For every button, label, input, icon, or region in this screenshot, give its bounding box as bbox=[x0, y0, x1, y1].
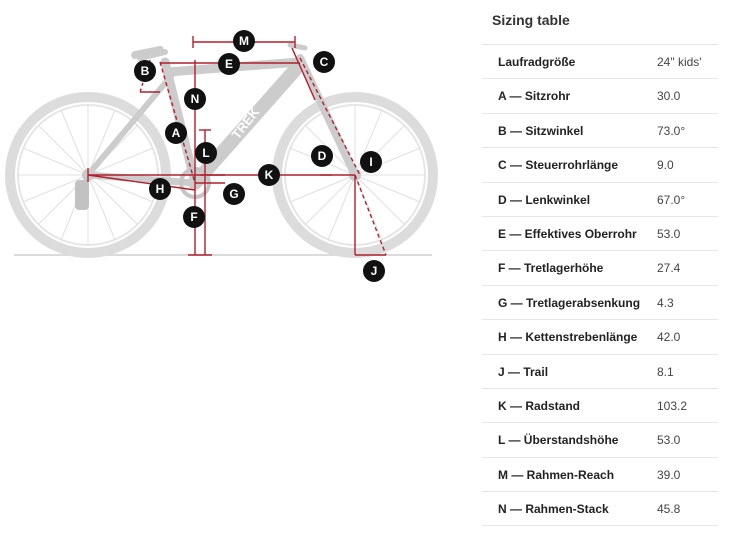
row-value: 9.0 bbox=[657, 158, 674, 173]
marker-A: A bbox=[165, 122, 187, 144]
row-value: 4.3 bbox=[657, 295, 674, 310]
sizing-table: Laufradgröße 24" kids' A — Sitzrohr 30.0 B… bbox=[482, 44, 718, 527]
row-value: 53.0 bbox=[657, 433, 681, 448]
table-row: C — Steuerrohrlänge 9.0 bbox=[482, 148, 718, 183]
svg-text:E: E bbox=[225, 57, 233, 71]
svg-text:L: L bbox=[202, 146, 209, 160]
marker-K: K bbox=[258, 164, 280, 186]
table-row: N — Rahmen-Stack 45.8 bbox=[482, 492, 718, 527]
row-value: 45.8 bbox=[657, 502, 681, 517]
row-label: G — Tretlagerabsenkung bbox=[498, 295, 641, 310]
row-value: 73.0° bbox=[657, 123, 686, 138]
row-label: L — Überstandshöhe bbox=[498, 433, 619, 448]
marker-H: H bbox=[149, 178, 171, 200]
bike-geometry-diagram: TREK M bbox=[5, 30, 438, 282]
sizing-panel: Sizing table Laufradgröße 24" kids' A — S… bbox=[482, 0, 718, 537]
row-value: 67.0° bbox=[657, 192, 686, 207]
svg-text:D: D bbox=[318, 149, 327, 163]
svg-text:C: C bbox=[320, 55, 329, 69]
marker-M: M bbox=[233, 30, 255, 52]
table-row: K — Radstand 103.2 bbox=[482, 389, 718, 424]
marker-J: J bbox=[363, 260, 385, 282]
marker-I: I bbox=[360, 151, 382, 173]
marker-G: G bbox=[223, 183, 245, 205]
row-value: 42.0 bbox=[657, 330, 681, 345]
table-row: B — Sitzwinkel 73.0° bbox=[482, 114, 718, 149]
rear-derailleur bbox=[75, 180, 89, 210]
marker-D: D bbox=[311, 145, 333, 167]
row-label: H — Kettenstrebenlänge bbox=[498, 330, 638, 345]
svg-text:B: B bbox=[141, 64, 150, 78]
sizing-table-title: Sizing table bbox=[492, 12, 570, 28]
marker-L: L bbox=[195, 142, 217, 164]
table-row: E — Effektives Oberrohr 53.0 bbox=[482, 217, 718, 252]
table-row: L — Überstandshöhe 53.0 bbox=[482, 423, 718, 458]
row-value: 30.0 bbox=[657, 89, 681, 104]
marker-B: B bbox=[134, 60, 156, 82]
row-label: J — Trail bbox=[498, 364, 549, 379]
table-row: A — Sitzrohr 30.0 bbox=[482, 79, 718, 114]
marker-F: F bbox=[183, 206, 205, 228]
svg-text:J: J bbox=[371, 264, 378, 278]
table-row: M — Rahmen-Reach 39.0 bbox=[482, 458, 718, 493]
row-value: 53.0 bbox=[657, 226, 681, 241]
row-label: K — Radstand bbox=[498, 398, 581, 413]
row-value: 24" kids' bbox=[657, 55, 702, 69]
row-label: M — Rahmen-Reach bbox=[498, 467, 615, 482]
row-value: 8.1 bbox=[657, 364, 674, 379]
svg-text:M: M bbox=[239, 34, 249, 48]
row-label: A — Sitzrohr bbox=[498, 89, 571, 104]
svg-text:N: N bbox=[191, 92, 200, 106]
marker-N: N bbox=[184, 88, 206, 110]
marker-E: E bbox=[218, 53, 240, 75]
row-value: 39.0 bbox=[657, 467, 681, 482]
svg-text:G: G bbox=[229, 187, 238, 201]
table-row: J — Trail 8.1 bbox=[482, 355, 718, 389]
row-value: 27.4 bbox=[657, 261, 681, 276]
row-label: N — Rahmen-Stack bbox=[498, 502, 609, 517]
row-label: E — Effektives Oberrohr bbox=[498, 226, 637, 241]
table-row: D — Lenkwinkel 67.0° bbox=[482, 183, 718, 217]
table-row: G — Tretlagerabsenkung 4.3 bbox=[482, 286, 718, 321]
marker-C: C bbox=[313, 51, 335, 73]
table-row: H — Kettenstrebenlänge 42.0 bbox=[482, 320, 718, 355]
svg-text:I: I bbox=[369, 155, 372, 169]
measurement-lines bbox=[87, 36, 387, 256]
row-label: Laufradgröße bbox=[498, 55, 576, 69]
table-row: F — Tretlagerhöhe 27.4 bbox=[482, 251, 718, 286]
svg-text:F: F bbox=[190, 210, 197, 224]
svg-text:A: A bbox=[172, 126, 181, 140]
svg-text:K: K bbox=[265, 168, 274, 182]
row-label: F — Tretlagerhöhe bbox=[498, 261, 604, 276]
row-label: D — Lenkwinkel bbox=[498, 192, 591, 207]
table-row: Laufradgröße 24" kids' bbox=[482, 45, 718, 80]
row-label: B — Sitzwinkel bbox=[498, 123, 584, 138]
svg-text:H: H bbox=[156, 182, 165, 196]
row-value: 103.2 bbox=[657, 398, 688, 413]
row-label: C — Steuerrohrlänge bbox=[498, 158, 619, 173]
